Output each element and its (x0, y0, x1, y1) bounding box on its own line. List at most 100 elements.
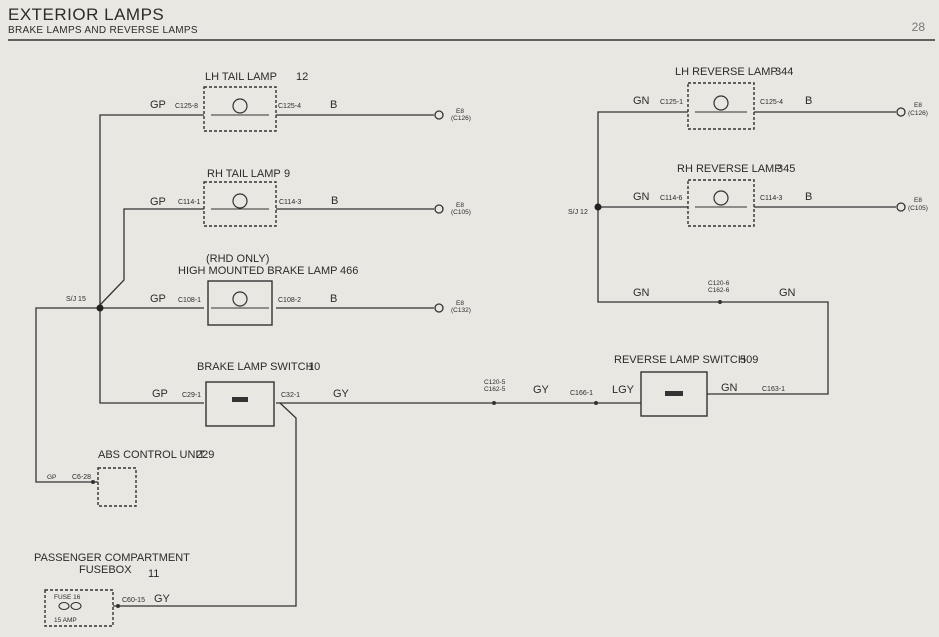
connector-label: C162-6 (708, 287, 730, 294)
rh-tail-lamp-label: RH TAIL LAMP (207, 168, 281, 180)
wire-color-label: GP (150, 293, 166, 305)
connector-label: C162-5 (484, 386, 506, 393)
pin-label: C125-4 (760, 99, 783, 106)
high-mount-note: (RHD ONLY) (206, 253, 269, 265)
pin-label: C125-1 (660, 99, 683, 106)
fuse-icon (58, 601, 70, 611)
connector-mark (492, 401, 496, 405)
pin-label: C114-1 (178, 199, 201, 206)
brake-switch-box (205, 381, 275, 427)
fuse-icon (70, 601, 82, 611)
wire-gp-bus-left (99, 114, 204, 404)
high-mount-box (207, 280, 273, 326)
fusebox (44, 589, 114, 627)
pin-label: C108-2 (278, 297, 301, 304)
splice-label: S/J 12 (568, 209, 588, 216)
pin-label: C32-1 (281, 392, 300, 399)
fusebox-label-line1: PASSENGER COMPARTMENT (34, 552, 190, 564)
splice-sj12-dot (594, 203, 602, 211)
high-mount-number: 466 (340, 265, 358, 277)
wire-gp-abs (35, 307, 100, 483)
reverse-switch-box (640, 371, 708, 417)
rh-reverse-box (687, 179, 755, 227)
lamp-bulb-icon (713, 95, 729, 111)
lh-tail-lamp-number: 12 (296, 71, 308, 83)
brake-switch-label: BRAKE LAMP SWITCH (197, 361, 314, 373)
wire-color-label: GP (150, 196, 166, 208)
pin-label: C114-3 (279, 199, 302, 206)
lh-tail-lamp-box (203, 86, 277, 132)
lh-tail-lamp-label: LH TAIL LAMP (205, 71, 277, 83)
wire-color-label: GN (721, 382, 738, 394)
connector-mark (718, 300, 722, 304)
lh-reverse-number: 344 (775, 66, 793, 78)
inline-connectors (91, 300, 722, 608)
ground-label: (C126) (451, 115, 471, 122)
switch-contact-icon (232, 397, 248, 402)
pin-label: C108-1 (178, 297, 201, 304)
wire-color-label: B (805, 95, 812, 107)
wire-color-label: B (805, 191, 812, 203)
ground-label: E8 (456, 202, 464, 209)
wire-color-label: GY (533, 384, 550, 396)
wire-color-label: GP (47, 474, 56, 481)
brake-switch-number: 10 (308, 361, 320, 373)
connector-mark (594, 401, 598, 405)
ground-terminal-icon (434, 204, 444, 214)
reverse-circuit-wires (597, 111, 896, 395)
ground-label: (C105) (908, 205, 928, 212)
lamp-bulb-icon (232, 193, 248, 209)
rh-tail-lamp-box (203, 181, 277, 227)
lamp-bulb-icon (232, 291, 248, 307)
wire-color-label: GN (633, 191, 650, 203)
pin-label: C29-1 (182, 392, 201, 399)
reverse-lamp-switch (640, 371, 708, 417)
page-subtitle: BRAKE LAMPS AND REVERSE LAMPS (8, 25, 198, 36)
wire-color-label: GN (633, 287, 650, 299)
high-mounted-brake-lamp (207, 280, 273, 326)
lamp-bulb-icon (232, 98, 248, 114)
pin-label: C166-1 (570, 390, 593, 397)
ground-label: (C132) (451, 307, 471, 314)
pin-label: C60-15 (122, 597, 145, 604)
rh-tail-lamp (203, 181, 277, 227)
splice-sj15-dot (96, 304, 104, 312)
wire-color-label: GY (154, 593, 171, 605)
rh-tail-lamp-number: 9 (284, 168, 290, 180)
wire-color-label: GY (333, 388, 350, 400)
wire-color-label: B (330, 293, 337, 305)
page-number: 28 (911, 20, 925, 34)
pin-label: C163-1 (762, 386, 785, 393)
brake-circuit-wires (35, 114, 641, 607)
ground-terminal-icon (896, 202, 906, 212)
wire-color-label: GP (150, 99, 166, 111)
brake-lamp-switch (205, 381, 275, 427)
switch-contact-icon (665, 391, 683, 396)
ground-terminals (434, 107, 906, 313)
rh-reverse-label: RH REVERSE LAMP (677, 163, 782, 175)
wire-color-label: GP (152, 388, 168, 400)
fusebox-box (44, 589, 114, 627)
wire-gy-fusebox (113, 402, 297, 607)
connector-label: C120-6 (708, 280, 730, 287)
ground-label: E8 (456, 300, 464, 307)
reverse-switch-label: REVERSE LAMP SWITCH (614, 354, 746, 366)
wire-color-label: B (331, 195, 338, 207)
pin-label: C125-8 (175, 103, 198, 110)
ground-label: (C126) (908, 110, 928, 117)
abs-label: ABS CONTROL UNIT (98, 449, 205, 461)
wire-color-label: B (330, 99, 337, 111)
lh-reverse-lamp (687, 82, 755, 130)
lh-reverse-box (687, 82, 755, 130)
fuse-label: FUSE 16 (54, 594, 81, 601)
wire-color-label: GN (779, 287, 796, 299)
ground-label: E8 (914, 102, 922, 109)
connector-label: C120-5 (484, 379, 506, 386)
lh-reverse-label: LH REVERSE LAMP (675, 66, 778, 78)
ground-terminal-icon (434, 110, 444, 120)
high-mount-label: HIGH MOUNTED BRAKE LAMP (178, 265, 338, 277)
ground-terminal-icon (896, 107, 906, 117)
abs-control-unit-box (97, 467, 137, 507)
lh-tail-lamp (203, 86, 277, 132)
